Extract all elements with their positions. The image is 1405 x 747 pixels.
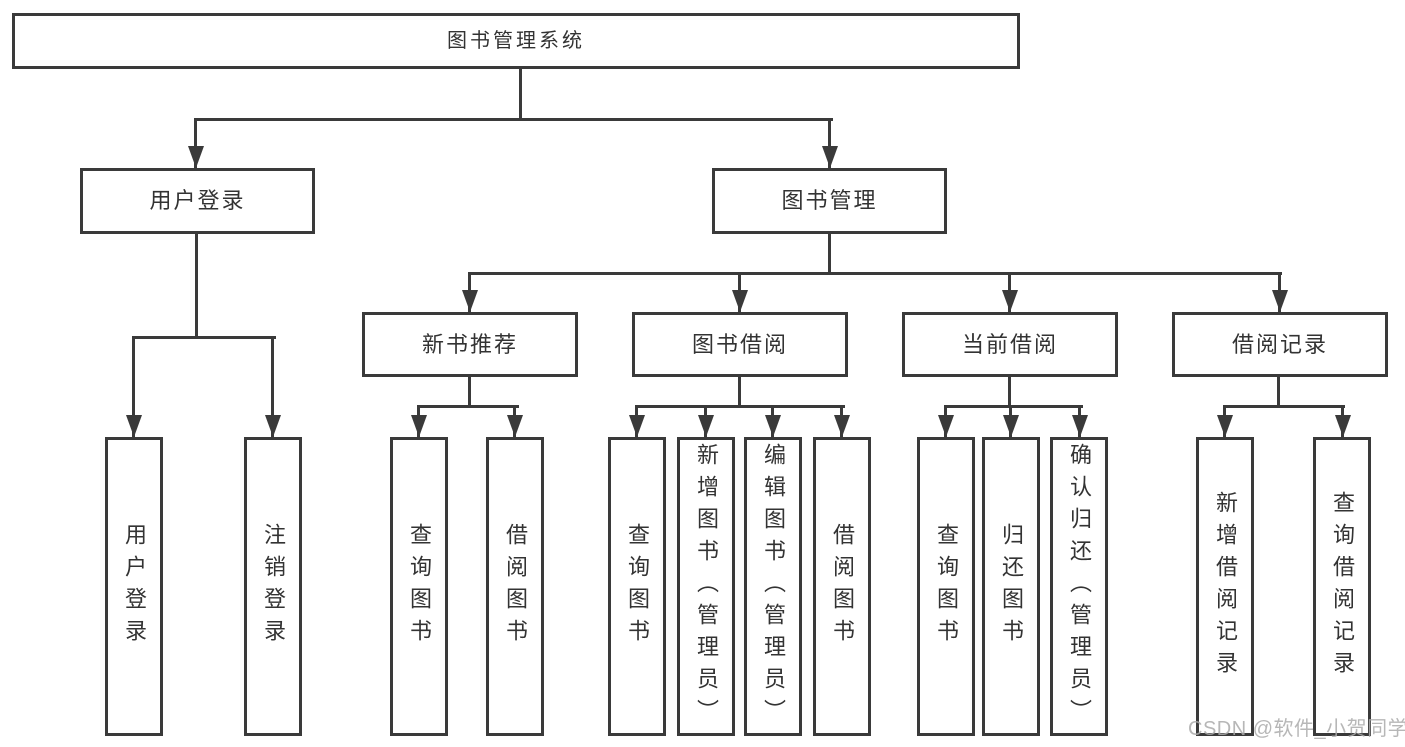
node-user-login: 用户登录 <box>80 168 315 234</box>
leaf-edit-book-admin: 编辑图书（管理员） <box>744 437 802 736</box>
arrowhead-to-user-login <box>194 118 197 168</box>
arrowhead-leaf <box>1078 405 1081 437</box>
connector-book-mgmt-stub <box>828 234 831 275</box>
arrowhead-to-leaf-logout <box>271 336 274 437</box>
leaf-logout: 注销登录 <box>244 437 302 736</box>
connector-book-mgmt-branch <box>468 272 1282 275</box>
connector-current-borrow-stub <box>1008 377 1011 408</box>
node-new-book-rec: 新书推荐 <box>362 312 578 377</box>
leaf-query-books-current: 查询图书 <box>917 437 975 736</box>
leaf-return-book: 归还图书 <box>982 437 1040 736</box>
leaf-query-borrow-record: 查询借阅记录 <box>1313 437 1371 736</box>
arrowhead-leaf <box>1341 405 1344 437</box>
arrowhead-leaf <box>1009 405 1012 437</box>
leaf-add-book-admin: 新增图书（管理员） <box>677 437 735 736</box>
arrowhead-to-borrow-records <box>1278 272 1281 312</box>
connector-current-borrow-branch <box>944 405 1083 408</box>
connector-new-book-rec-branch <box>417 405 519 408</box>
arrowhead-leaf <box>513 405 516 437</box>
connector-root-stub <box>519 67 522 118</box>
leaf-borrow-books-rec: 借阅图书 <box>486 437 544 736</box>
arrowhead-to-book-mgmt <box>828 118 831 168</box>
arrowhead-to-book-borrow <box>738 272 741 312</box>
arrowhead-leaf <box>771 405 774 437</box>
node-library-system: 图书管理系统 <box>12 13 1020 69</box>
arrowhead-leaf <box>840 405 843 437</box>
leaf-query-books-borrow: 查询图书 <box>608 437 666 736</box>
connector-book-borrow-branch <box>635 405 845 408</box>
node-book-borrow: 图书借阅 <box>632 312 848 377</box>
node-borrow-records: 借阅记录 <box>1172 312 1388 377</box>
connector-new-book-rec-stub <box>468 377 471 408</box>
connector-borrow-records-stub <box>1277 377 1280 408</box>
arrowhead-leaf <box>417 405 420 437</box>
arrowhead-leaf <box>635 405 638 437</box>
leaf-user-login: 用户登录 <box>105 437 163 736</box>
arrowhead-leaf <box>1223 405 1226 437</box>
leaf-query-books-rec: 查询图书 <box>390 437 448 736</box>
watermark: CSDN @软件_小贺同学 <box>1188 718 1405 740</box>
arrowhead-leaf <box>944 405 947 437</box>
arrowhead-to-current-borrow <box>1008 272 1011 312</box>
connector-borrow-records-branch <box>1223 405 1345 408</box>
node-book-mgmt: 图书管理 <box>712 168 947 234</box>
connector-user-login-stub <box>195 234 198 339</box>
arrowhead-to-leaf-user-login <box>132 336 135 437</box>
leaf-borrow-books: 借阅图书 <box>813 437 871 736</box>
connector-root-branch <box>194 118 833 121</box>
arrowhead-leaf <box>704 405 707 437</box>
connector-book-borrow-stub <box>738 377 741 408</box>
connector-user-login-branch <box>132 336 276 339</box>
node-current-borrow: 当前借阅 <box>902 312 1118 377</box>
leaf-confirm-return-admin: 确认归还（管理员） <box>1050 437 1108 736</box>
leaf-add-borrow-record: 新增借阅记录 <box>1196 437 1254 736</box>
arrowhead-to-new-book-rec <box>468 272 471 312</box>
